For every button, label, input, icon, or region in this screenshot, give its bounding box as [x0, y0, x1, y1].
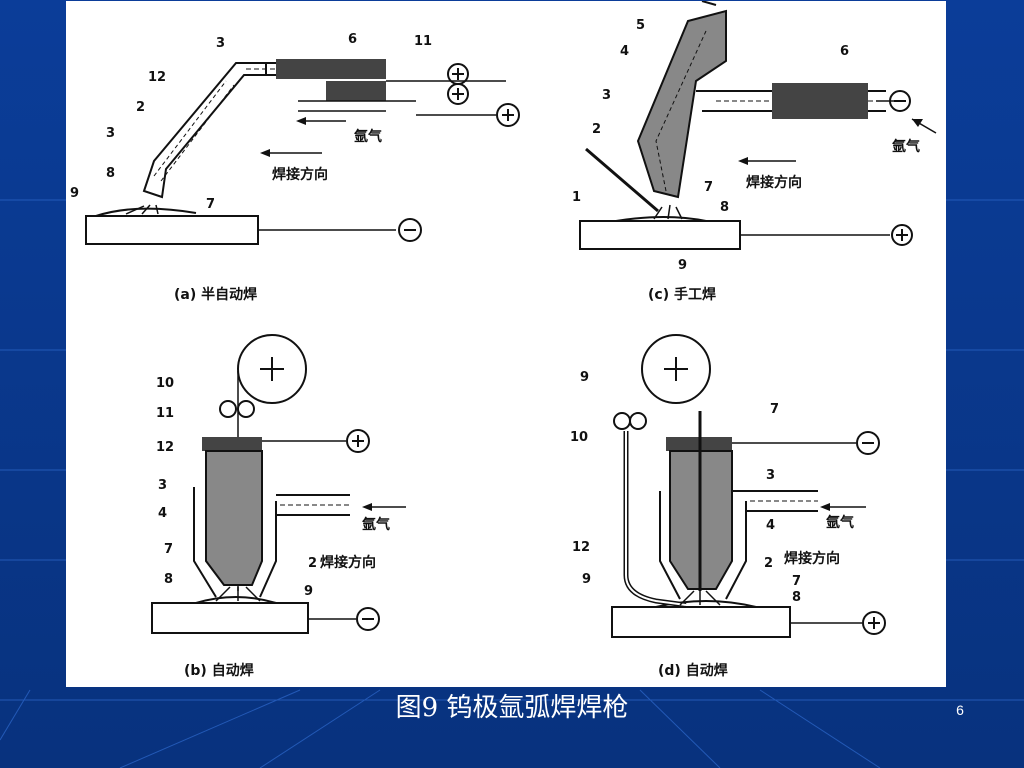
hose [276, 59, 386, 79]
part-number: 11 [414, 34, 432, 49]
part-number: 2 [764, 556, 773, 571]
part-number: 9 [678, 258, 687, 273]
workpiece [151, 602, 309, 634]
part-number: 7 [770, 402, 779, 417]
torch-body [193, 437, 350, 598]
workpiece [611, 606, 791, 638]
minus-terminal-icon [398, 218, 422, 242]
direction-label: 焊接方向 [784, 550, 840, 567]
part-number: 2 [308, 556, 317, 571]
part-number: 6 [348, 32, 357, 47]
part-number: 10 [570, 430, 588, 445]
part-number: 1 [572, 190, 581, 205]
panel-d: 氩气 焊接方向 9 7 10 3 4 12 2 9 7 8 (d) 自动焊 [570, 334, 886, 679]
part-number: 7 [704, 180, 713, 195]
slide-number: 6 [956, 702, 964, 718]
part-number: 3 [602, 88, 611, 103]
welding-torch-figure: 氩气 焊接方向 3 6 11 12 2 3 8 9 7 (a) 半自动焊 [66, 1, 946, 687]
part-number: 3 [766, 468, 775, 483]
panel-caption: (d) 自动焊 [658, 662, 728, 679]
part-number: 12 [572, 540, 590, 555]
gas-label: 氩气 [892, 138, 920, 155]
panel-caption: (c) 手工焊 [648, 286, 716, 303]
part-number: 3 [158, 478, 167, 493]
part-number: 7 [792, 574, 801, 589]
part-number: 7 [164, 542, 173, 557]
part-number: 3 [216, 36, 225, 51]
wire-spool-icon [641, 334, 711, 404]
wire-spool-icon [237, 334, 307, 404]
wire-roller-icon [613, 412, 647, 430]
part-number: 8 [792, 590, 801, 605]
direction-label: 焊接方向 [272, 166, 328, 183]
plus-terminal-icon [891, 224, 913, 246]
part-number: 9 [580, 370, 589, 385]
part-number: 8 [720, 200, 729, 215]
minus-terminal-icon [856, 431, 880, 455]
part-number: 5 [636, 18, 645, 33]
part-number: 3 [106, 126, 115, 141]
minus-terminal-icon [889, 90, 911, 112]
figure-caption: 图9 钨极氩弧焊焊枪 [395, 693, 629, 723]
part-number: 4 [620, 44, 629, 59]
gas-label: 氩气 [354, 128, 382, 145]
part-number: 6 [840, 44, 849, 59]
torch-body [636, 1, 886, 199]
hose [772, 83, 868, 119]
direction-label: 焊接方向 [320, 554, 376, 571]
part-number: 8 [106, 166, 115, 181]
part-number: 4 [766, 518, 775, 533]
part-number: 2 [136, 100, 145, 115]
workpiece [579, 220, 741, 250]
panel-caption: (a) 半自动焊 [174, 286, 257, 303]
plus-terminal-icon [496, 103, 520, 127]
part-number: 9 [582, 572, 591, 587]
wire-roller-icon [447, 63, 469, 105]
gas-label: 氩气 [362, 516, 390, 533]
part-number: 12 [148, 70, 166, 85]
panel-caption: (b) 自动焊 [184, 662, 254, 679]
part-number: 4 [158, 506, 167, 521]
torch-body [142, 59, 506, 199]
part-number: 8 [164, 572, 173, 587]
part-number: 10 [156, 376, 174, 391]
panel-c: 氩气 焊接方向 5 4 3 6 2 1 7 8 9 (c) 手工焊 [572, 1, 937, 303]
part-number: 11 [156, 406, 174, 421]
part-number: 12 [156, 440, 174, 455]
plus-terminal-icon [346, 429, 370, 453]
panel-b: 氩气 焊接方向 10 11 12 3 4 7 8 2 9 (b) 自动焊 [151, 334, 406, 679]
minus-terminal-icon [356, 607, 380, 631]
part-number: 7 [206, 197, 215, 212]
part-number: 9 [70, 186, 79, 201]
direction-label: 焊接方向 [746, 174, 802, 191]
torch-body [659, 411, 818, 600]
workpiece [85, 215, 259, 245]
gas-label: 氩气 [826, 514, 854, 531]
panel-a: 氩气 焊接方向 3 6 11 12 2 3 8 9 7 (a) 半自动焊 [70, 32, 520, 303]
wire-roller-icon [219, 400, 255, 418]
part-number: 2 [592, 122, 601, 137]
plus-terminal-icon [862, 611, 886, 635]
part-number: 9 [304, 584, 313, 599]
